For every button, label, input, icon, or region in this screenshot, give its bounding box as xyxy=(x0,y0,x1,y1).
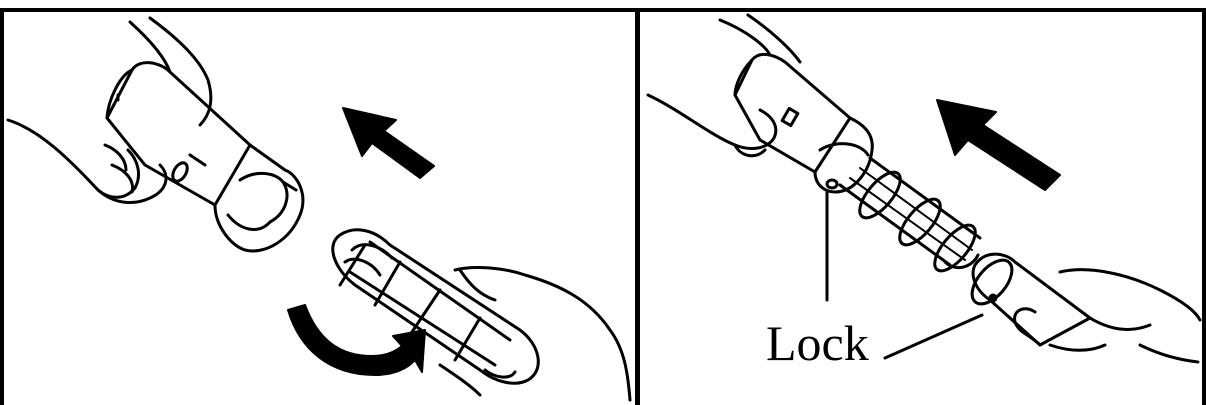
rotation-arrow xyxy=(288,305,425,375)
direction-arrow-left xyxy=(343,108,434,178)
lock-label: Lock xyxy=(766,318,869,368)
lock-leader-cap xyxy=(885,315,982,358)
right-hand-left-panel xyxy=(440,268,630,400)
direction-arrow-right xyxy=(937,100,1060,190)
handle-tube-left xyxy=(107,63,250,205)
collar-left xyxy=(215,145,303,251)
left-hand-top-right-panel xyxy=(648,15,800,156)
end-cap-right xyxy=(965,253,1090,345)
